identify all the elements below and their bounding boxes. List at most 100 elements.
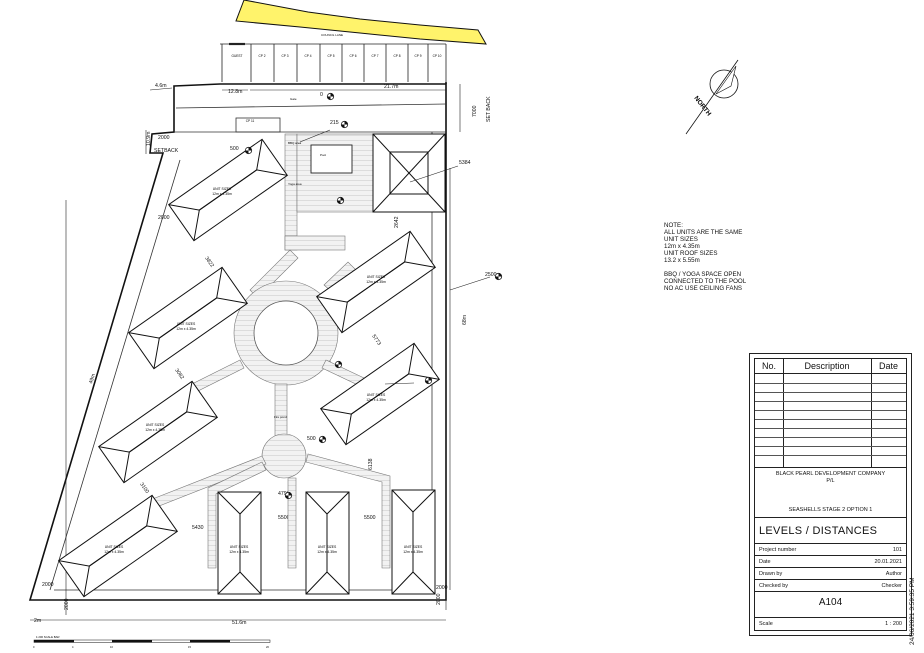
rev-date-header: Date (878, 361, 898, 371)
svg-text:CP 2: CP 2 (258, 54, 265, 58)
dim-51-6m: 51.6m (232, 620, 246, 626)
svg-text:CP 8: CP 8 (393, 54, 400, 58)
dim-2000-br: 2000 (436, 585, 448, 591)
parking-labels: GUEST CP 2 CP 3 CP 4 CP 5 CP 6 CP 7 CP 8… (232, 54, 442, 123)
dim-4796-b: 4796 (278, 491, 290, 497)
svg-text:15: 15 (188, 645, 191, 649)
svg-text:UNIT SIZES: UNIT SIZES (318, 545, 337, 549)
project-name: SEASHELLS STAGE 2 OPTION 1 (788, 507, 873, 513)
sheet-title: LEVELS / DISTANCES (759, 525, 878, 537)
dim-68m: 68m (462, 315, 468, 325)
svg-text:NORTH: NORTH (692, 95, 712, 118)
dim-21-7m: 21.7m (384, 84, 398, 90)
svg-text:CP 6: CP 6 (349, 54, 356, 58)
dim-3082: 3082 (173, 368, 185, 381)
site-boundary (28, 82, 447, 601)
svg-text:UNIT SIZES: UNIT SIZES (177, 322, 196, 326)
svg-text:UNIT SIZES: UNIT SIZES (367, 393, 386, 397)
company-name: BLACK PEARL DEVELOPMENT COMPANY (775, 471, 886, 477)
dim-49m: 49m (88, 373, 97, 384)
svg-text:1:200 SCALE BAR: 1:200 SCALE BAR (36, 635, 59, 639)
svg-text:4: 4 (72, 645, 74, 649)
road (235, 0, 487, 45)
svg-text:UNIT SIZES: UNIT SIZES (404, 545, 423, 549)
unit-square (372, 133, 446, 213)
leader-lines (299, 129, 491, 385)
svg-text:CP 4: CP 4 (304, 54, 311, 58)
dim-12-8m: 12.8m (228, 89, 242, 95)
svg-text:12m x 4.35m: 12m x 4.35m (229, 550, 249, 554)
parking (220, 42, 447, 82)
company-suffix: P/L (826, 478, 835, 484)
pond-label: Fire pond (274, 415, 287, 419)
design-note: NOTE: ALL UNITS ARE THE SAME UNIT SIZES … (664, 222, 747, 292)
svg-text:12m x 4.35m: 12m x 4.35m (176, 327, 196, 331)
setback-right-label: SET BACK (486, 96, 492, 122)
revision-table: No. Description Date (755, 359, 906, 468)
gate-label: Gate (290, 97, 297, 101)
dim-2000-bl: 2000 (42, 582, 54, 588)
svg-text:12m x 4.35m: 12m x 4.35m (212, 192, 232, 196)
dim-2000-top: 2000 (158, 135, 170, 141)
units (57, 138, 441, 598)
svg-text:UNIT SIZES: UNIT SIZES (367, 275, 386, 279)
north-arrow-icon: NORTH (685, 59, 739, 135)
company-block: BLACK PEARL DEVELOPMENT COMPANY P/L SEAS… (755, 467, 906, 518)
dim-5384: 5384 (459, 160, 471, 166)
dim-3822: 3822 (203, 256, 215, 269)
yoga-label: Yoga area (288, 182, 302, 186)
svg-text:UNIT SIZES: UNIT SIZES (105, 545, 124, 549)
dim-2642: 2642 (394, 216, 400, 228)
svg-text:CP 5: CP 5 (327, 54, 334, 58)
decking (149, 133, 391, 569)
dim-500-a: 500 (230, 146, 239, 152)
dim-2000-bl-v: 2000 (64, 598, 70, 610)
svg-text:UNIT SIZES: UNIT SIZES (146, 423, 165, 427)
bbq-label: BBQ area (288, 141, 302, 145)
dim-500-d: 500 (307, 436, 316, 442)
svg-text:12m x 4.35m: 12m x 4.35m (317, 550, 337, 554)
svg-text:12m x 4.35m: 12m x 4.35m (104, 550, 124, 554)
svg-text:CP 7: CP 7 (371, 54, 378, 58)
dim-10-9m: 10.9m (146, 132, 152, 146)
scale-bar: 1:200 SCALE BAR 0 4 10 15 20 (33, 635, 271, 649)
print-timestamp: 24/06/2021 3:59:35 PM (909, 577, 916, 645)
dim-215: 215 (330, 120, 339, 126)
dim-5430: 5430 (192, 525, 204, 531)
dim-5773: 5773 (370, 334, 382, 347)
dim-3100: 3100 (138, 482, 150, 495)
dim-2m: 2m (34, 618, 41, 624)
dim-7000: 7000 (472, 105, 478, 117)
dim-2500: 2500 (485, 272, 497, 278)
rev-no-header: No. (761, 361, 776, 371)
dim-2000-br-v: 2000 (436, 593, 442, 605)
svg-text:10: 10 (110, 645, 113, 649)
svg-text:CP 11: CP 11 (246, 119, 255, 123)
svg-text:CP 10: CP 10 (433, 54, 442, 58)
svg-text:20: 20 (266, 645, 269, 649)
title-block: No. Description Date BLACK PEARL DEVELOP… (749, 353, 912, 636)
svg-text:CP 3: CP 3 (281, 54, 288, 58)
svg-text:12m x 4.35m: 12m x 4.35m (366, 280, 386, 284)
svg-text:0: 0 (33, 645, 35, 649)
svg-text:12m x 4.35m: 12m x 4.35m (403, 550, 423, 554)
pool-label: Pool (320, 153, 326, 157)
pool (310, 144, 353, 174)
dim-2000-mid: 2000 (158, 215, 170, 221)
rev-desc-header: Description (804, 361, 850, 371)
setback-left-label: SETBACK (154, 148, 179, 154)
svg-text:CP 9: CP 9 (414, 54, 421, 58)
dim-5500-a: 5500 (278, 515, 290, 521)
svg-text:UNIT SIZES: UNIT SIZES (230, 545, 249, 549)
svg-text:12m x 4.35m: 12m x 4.35m (145, 428, 165, 432)
road-label: COUNCIL LANE (321, 33, 343, 37)
dim-0: 0 (320, 92, 323, 98)
dim-4-6m: 4.6m (155, 83, 167, 89)
